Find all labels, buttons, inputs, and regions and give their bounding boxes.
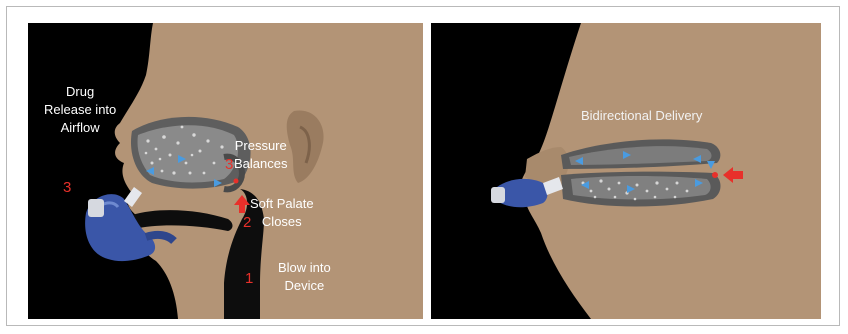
left-panel-sagittal-view: Drug Release into Airflow 3 Pressure Bal… (28, 23, 423, 319)
bidirectional-delivery-title: Bidirectional Delivery (581, 107, 702, 125)
soft-palate-label: Soft Palate Closes (250, 195, 314, 231)
step-number-blow: 1 (245, 271, 253, 287)
step-number-drug: 3 (63, 180, 71, 196)
pressure-balances-label: Pressure Balances (234, 137, 287, 173)
blow-into-device-label: Blow into Device (278, 259, 331, 295)
right-panel-bidirectional-view: Bidirectional Delivery (431, 23, 821, 319)
bidirectional-illustration (431, 23, 821, 319)
step-number-pressure: 3 (225, 157, 233, 173)
step-number-soft-palate: 2 (243, 215, 251, 231)
drug-release-label: Drug Release into Airflow (44, 83, 116, 137)
